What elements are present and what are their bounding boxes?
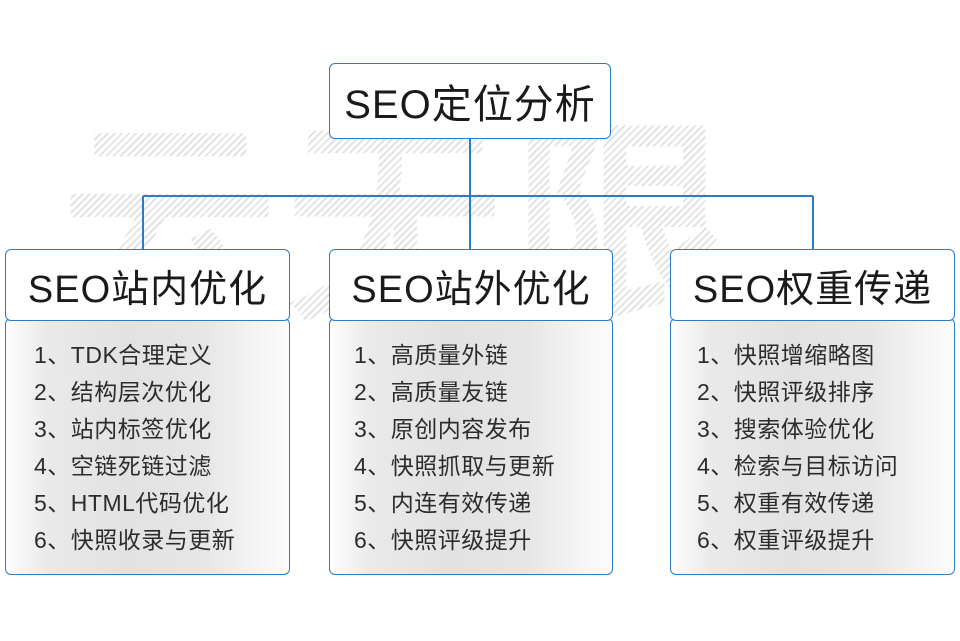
list-item: 5、权重有效传递 xyxy=(697,490,875,516)
list-item: 5、HTML代码优化 xyxy=(34,490,230,516)
branch-header-offsite-optimization[interactable]: SEO站外优化 xyxy=(329,249,613,321)
item-list: 1、快照增缩略图 2、快照评级排序 3、搜索体验优化 4、检索与目标访问 5、权… xyxy=(671,337,954,559)
branch-body-weight-transfer: 1、快照增缩略图 2、快照评级排序 3、搜索体验优化 4、检索与目标访问 5、权… xyxy=(670,318,955,575)
list-item: 4、快照抓取与更新 xyxy=(354,453,556,479)
list-item: 6、快照收录与更新 xyxy=(34,527,236,553)
list-item: 6、快照评级提升 xyxy=(354,527,532,553)
branch-header-weight-transfer[interactable]: SEO权重传递 xyxy=(670,249,955,321)
list-item: 3、站内标签优化 xyxy=(34,416,212,442)
branch-body-offsite-optimization: 1、高质量外链 2、高质量友链 3、原创内容发布 4、快照抓取与更新 5、内连有… xyxy=(329,318,613,575)
list-item: 5、内连有效传递 xyxy=(354,490,532,516)
list-item: 2、结构层次优化 xyxy=(34,379,212,405)
item-list: 1、TDK合理定义 2、结构层次优化 3、站内标签优化 4、空链死链过滤 5、H… xyxy=(6,337,289,559)
list-item: 4、空链死链过滤 xyxy=(34,453,212,479)
list-item: 3、搜索体验优化 xyxy=(697,416,875,442)
list-item: 2、快照评级排序 xyxy=(697,379,875,405)
list-item: 1、高质量外链 xyxy=(354,342,509,368)
list-item: 3、原创内容发布 xyxy=(354,416,532,442)
branch-body-onsite-optimization: 1、TDK合理定义 2、结构层次优化 3、站内标签优化 4、空链死链过滤 5、H… xyxy=(5,318,290,575)
branch-header-onsite-optimization[interactable]: SEO站内优化 xyxy=(5,249,290,321)
list-item: 1、TDK合理定义 xyxy=(34,342,213,368)
list-item: 2、高质量友链 xyxy=(354,379,509,405)
root-node-seo-positioning-analysis[interactable]: SEO定位分析 xyxy=(329,63,611,139)
list-item: 6、权重评级提升 xyxy=(697,527,875,553)
list-item: 1、快照增缩略图 xyxy=(697,342,875,368)
item-list: 1、高质量外链 2、高质量友链 3、原创内容发布 4、快照抓取与更新 5、内连有… xyxy=(330,337,612,559)
list-item: 4、检索与目标访问 xyxy=(697,453,899,479)
